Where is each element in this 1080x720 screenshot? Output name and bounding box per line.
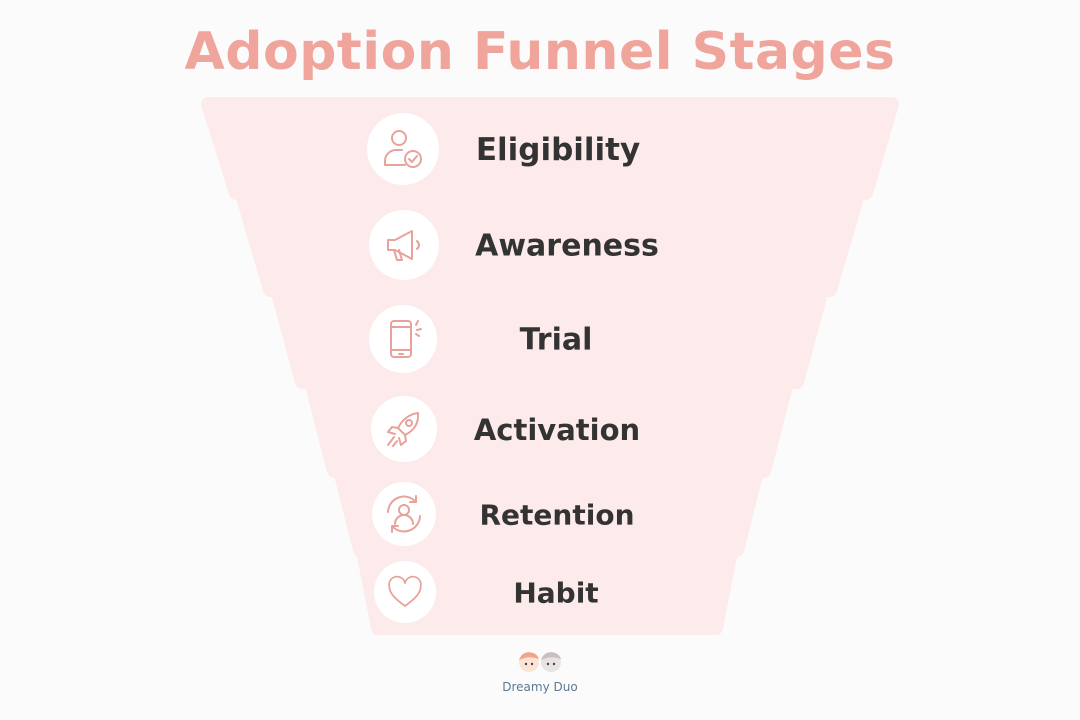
duo-faces-icon: [519, 652, 561, 672]
stage-trapezoid: [357, 549, 737, 635]
icon-circle: [372, 482, 436, 546]
megaphone-icon: [387, 230, 420, 261]
icon-circle: [369, 210, 439, 280]
rocket-icon: [387, 412, 420, 447]
icon-circle: [374, 561, 436, 623]
funnel-stage-trial: Trial: [272, 290, 827, 389]
user-check-icon: [384, 130, 422, 168]
icon-circle: [369, 305, 437, 373]
stage-label: Retention: [479, 498, 635, 532]
stage-shape: [357, 549, 737, 635]
user-cycle-icon: [387, 495, 421, 533]
icon-circle: [367, 113, 439, 185]
stage-label: Habit: [513, 576, 599, 610]
funnel-stage-retention: Retention: [335, 472, 762, 557]
stage-shape: [335, 472, 762, 557]
funnel-stage-activation: Activation: [306, 383, 792, 478]
stage-trapezoid: [335, 472, 762, 557]
page-title: Adoption Funnel Stages: [184, 22, 896, 82]
brand-name: Dreamy Duo: [502, 680, 578, 694]
stage-label: Awareness: [475, 228, 659, 264]
stage-label: Eligibility: [475, 132, 641, 168]
funnel-stage-eligibility: Eligibility: [201, 97, 899, 200]
smartphone-icon: [390, 320, 422, 358]
heart-icon: [388, 575, 422, 607]
funnel-stage-habit: Habit: [357, 549, 737, 635]
icon-circle: [371, 396, 437, 462]
brand-logo: Dreamy Duo: [490, 648, 590, 694]
funnel-stage-awareness: Awareness: [237, 194, 863, 297]
stage-label: Trial: [519, 322, 593, 358]
stage-label: Activation: [473, 413, 641, 447]
